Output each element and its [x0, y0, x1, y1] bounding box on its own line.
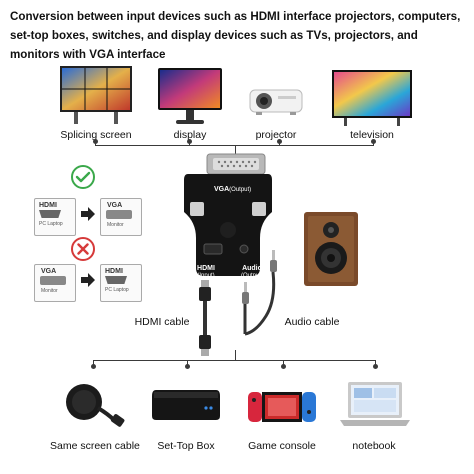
input-label-settop: Set-Top Box: [157, 440, 215, 452]
top-stem: [235, 145, 236, 155]
vga-target-card: VGA Monitor: [100, 198, 142, 236]
hdmi-source-card: HDMI PC Laptop: [34, 198, 76, 236]
output-label-display: display: [173, 129, 207, 141]
top-bus-line: [95, 145, 374, 146]
bottom-bus-line: [93, 360, 375, 361]
top-dot-1: [93, 139, 98, 144]
splicing-screen-image: [60, 66, 132, 124]
bottom-drop-3: [283, 360, 284, 366]
audio-cable-image: [242, 250, 277, 336]
adapter-audio-port-label: Audio (Output): [240, 265, 263, 279]
top-dot-4: [371, 139, 376, 144]
hdmi-target-card: HDMI PC Laptop: [100, 264, 142, 302]
input-label-chromecast: Same screen cable: [50, 440, 140, 452]
arrow-right-icon: [81, 273, 95, 287]
top-dot-3: [277, 139, 282, 144]
arrow-right-icon: [81, 207, 95, 221]
audio-cable-label: Audio cable: [284, 316, 340, 328]
bottom-drop-4: [375, 360, 376, 366]
bottom-dot-4: [373, 364, 378, 369]
vga-port-icon: [40, 276, 66, 285]
bottom-drop-1: [93, 360, 94, 366]
bottom-drop-2: [187, 360, 188, 366]
input-label-console: Game console: [248, 440, 316, 452]
bottom-dot-2: [185, 364, 190, 369]
hdmi-cable-label: HDMI cable: [134, 316, 190, 328]
cross-icon: [71, 237, 95, 261]
bottom-dot-3: [281, 364, 286, 369]
television-image: [332, 70, 412, 126]
bottom-stem: [235, 350, 236, 360]
notebook-image: [340, 382, 410, 426]
adapter-hdmi-port-label: HDMI (Input): [197, 265, 215, 279]
adapter-body: [184, 174, 272, 276]
monitor-image: [158, 68, 222, 124]
check-icon: [71, 165, 95, 189]
headline: Conversion between input devices such as…: [10, 10, 461, 61]
output-label-television: television: [350, 129, 394, 141]
projector-image: [249, 89, 303, 115]
hdmi-cable-image: [199, 280, 211, 356]
vga-connector: [206, 153, 266, 175]
input-label-notebook: notebook: [352, 440, 396, 452]
output-label-projector: projector: [255, 129, 297, 141]
bottom-dot-1: [91, 364, 96, 369]
top-dot-2: [187, 139, 192, 144]
adapter-vga-label: VGA(Output): [214, 186, 252, 193]
output-label-splicing: Splicing screen: [60, 129, 132, 141]
vga-source-card: VGA Monitor: [34, 264, 76, 302]
game-console-image: [248, 392, 316, 422]
chromecast-image: [66, 384, 125, 427]
speaker-image: [304, 212, 358, 286]
hdmi-port-icon: [105, 276, 127, 284]
set-top-box-image: [152, 390, 220, 420]
vga-port-icon: [106, 210, 132, 219]
hdmi-port-icon: [39, 210, 61, 218]
